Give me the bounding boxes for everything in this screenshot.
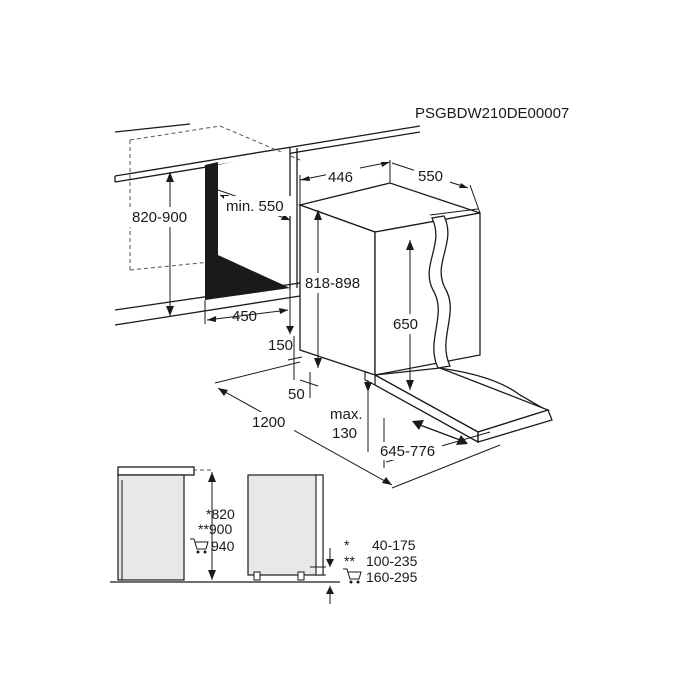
legend-right-mark-1: * xyxy=(344,537,350,553)
max-gap-dimension xyxy=(364,380,372,452)
door-panel xyxy=(428,215,548,433)
door-height-label: 650 xyxy=(393,316,418,333)
appliance-width-dimension xyxy=(299,160,391,205)
side-clearance-label: 1200 xyxy=(252,414,285,431)
legend-right-mark-2: ** xyxy=(344,553,355,569)
side-clearance-dimension xyxy=(214,361,501,489)
niche-depth-dimension xyxy=(204,290,291,324)
trolley-icon xyxy=(190,538,209,554)
document-code: PSGBDW210DE00007 xyxy=(415,105,569,122)
max-value-label: 130 xyxy=(332,425,357,442)
min-depth-label: min. 550 xyxy=(226,198,284,215)
decor-board xyxy=(364,367,553,444)
legend-right-value-1: 40-175 xyxy=(372,537,416,553)
floor-line xyxy=(114,282,301,326)
niche-height-label: 820-900 xyxy=(132,209,187,226)
appliance-height-label: 818-898 xyxy=(305,275,360,292)
door-range-label: 645-776 xyxy=(380,443,435,460)
trolley-icon-right xyxy=(343,568,362,584)
side-view-left xyxy=(110,466,340,583)
legend-left-line-2: **900 xyxy=(198,521,232,537)
plinth-height-dimension xyxy=(286,312,303,380)
appliance-depth-label: 550 xyxy=(418,168,443,185)
appliance-width-label: 446 xyxy=(328,169,353,186)
niche-depth-label: 450 xyxy=(232,308,257,325)
legend-right-value-2: 100-235 xyxy=(366,553,418,569)
side-view-gap-dimension xyxy=(326,548,334,604)
cabinet-side-panel xyxy=(205,148,298,300)
legend-right-value-3: 160-295 xyxy=(366,569,418,585)
side-view-height-dimension xyxy=(193,469,216,580)
legend-left-line-3: 940 xyxy=(211,538,235,554)
plinth-offset-label: 50 xyxy=(288,386,305,403)
max-label: max. xyxy=(330,406,363,423)
plinth-height-label: 150 xyxy=(268,337,293,354)
side-view-right xyxy=(247,474,326,581)
legend-left-line-1: *820 xyxy=(206,506,235,522)
plinth-offset-dimension xyxy=(299,372,319,398)
niche-height-dimension xyxy=(166,172,174,316)
